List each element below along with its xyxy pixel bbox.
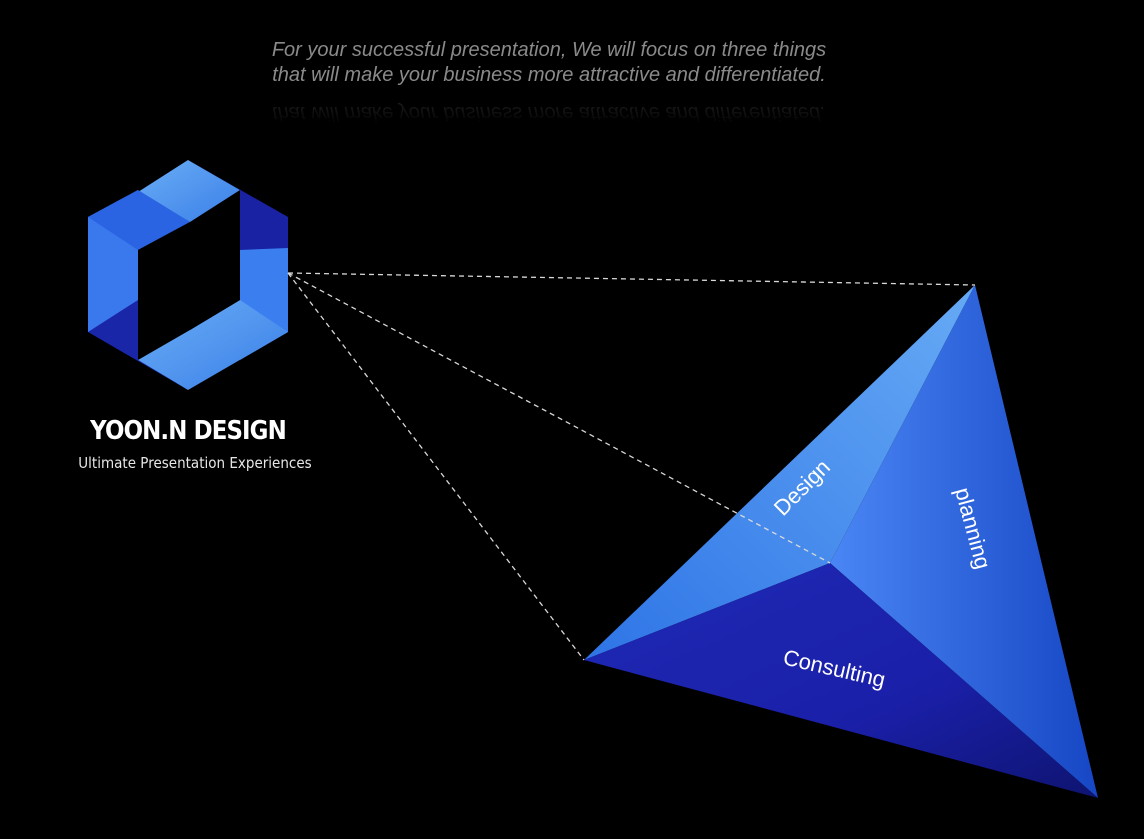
brand-tagline: Ultimate Presentation Experiences	[78, 454, 312, 472]
pyramid-face-design	[584, 285, 975, 660]
projection-line-bottom	[287, 272, 585, 661]
hexagon-ribbon-logo-icon	[88, 160, 288, 390]
projection-line-top	[287, 272, 976, 286]
pyramid-face-planning	[830, 285, 1098, 798]
projection-line-middle	[287, 272, 831, 564]
headline: For your successful presentation, We wil…	[0, 38, 1098, 88]
headline-line-1: For your successful presentation, We wil…	[271, 39, 827, 61]
headline-line-2: that will make your business more attrac…	[272, 64, 826, 86]
brand-name: YOON.N DESIGN	[90, 416, 287, 446]
pyramid	[584, 285, 1098, 798]
pyramid-face-consulting	[584, 563, 1098, 798]
projection-lines	[287, 272, 976, 661]
